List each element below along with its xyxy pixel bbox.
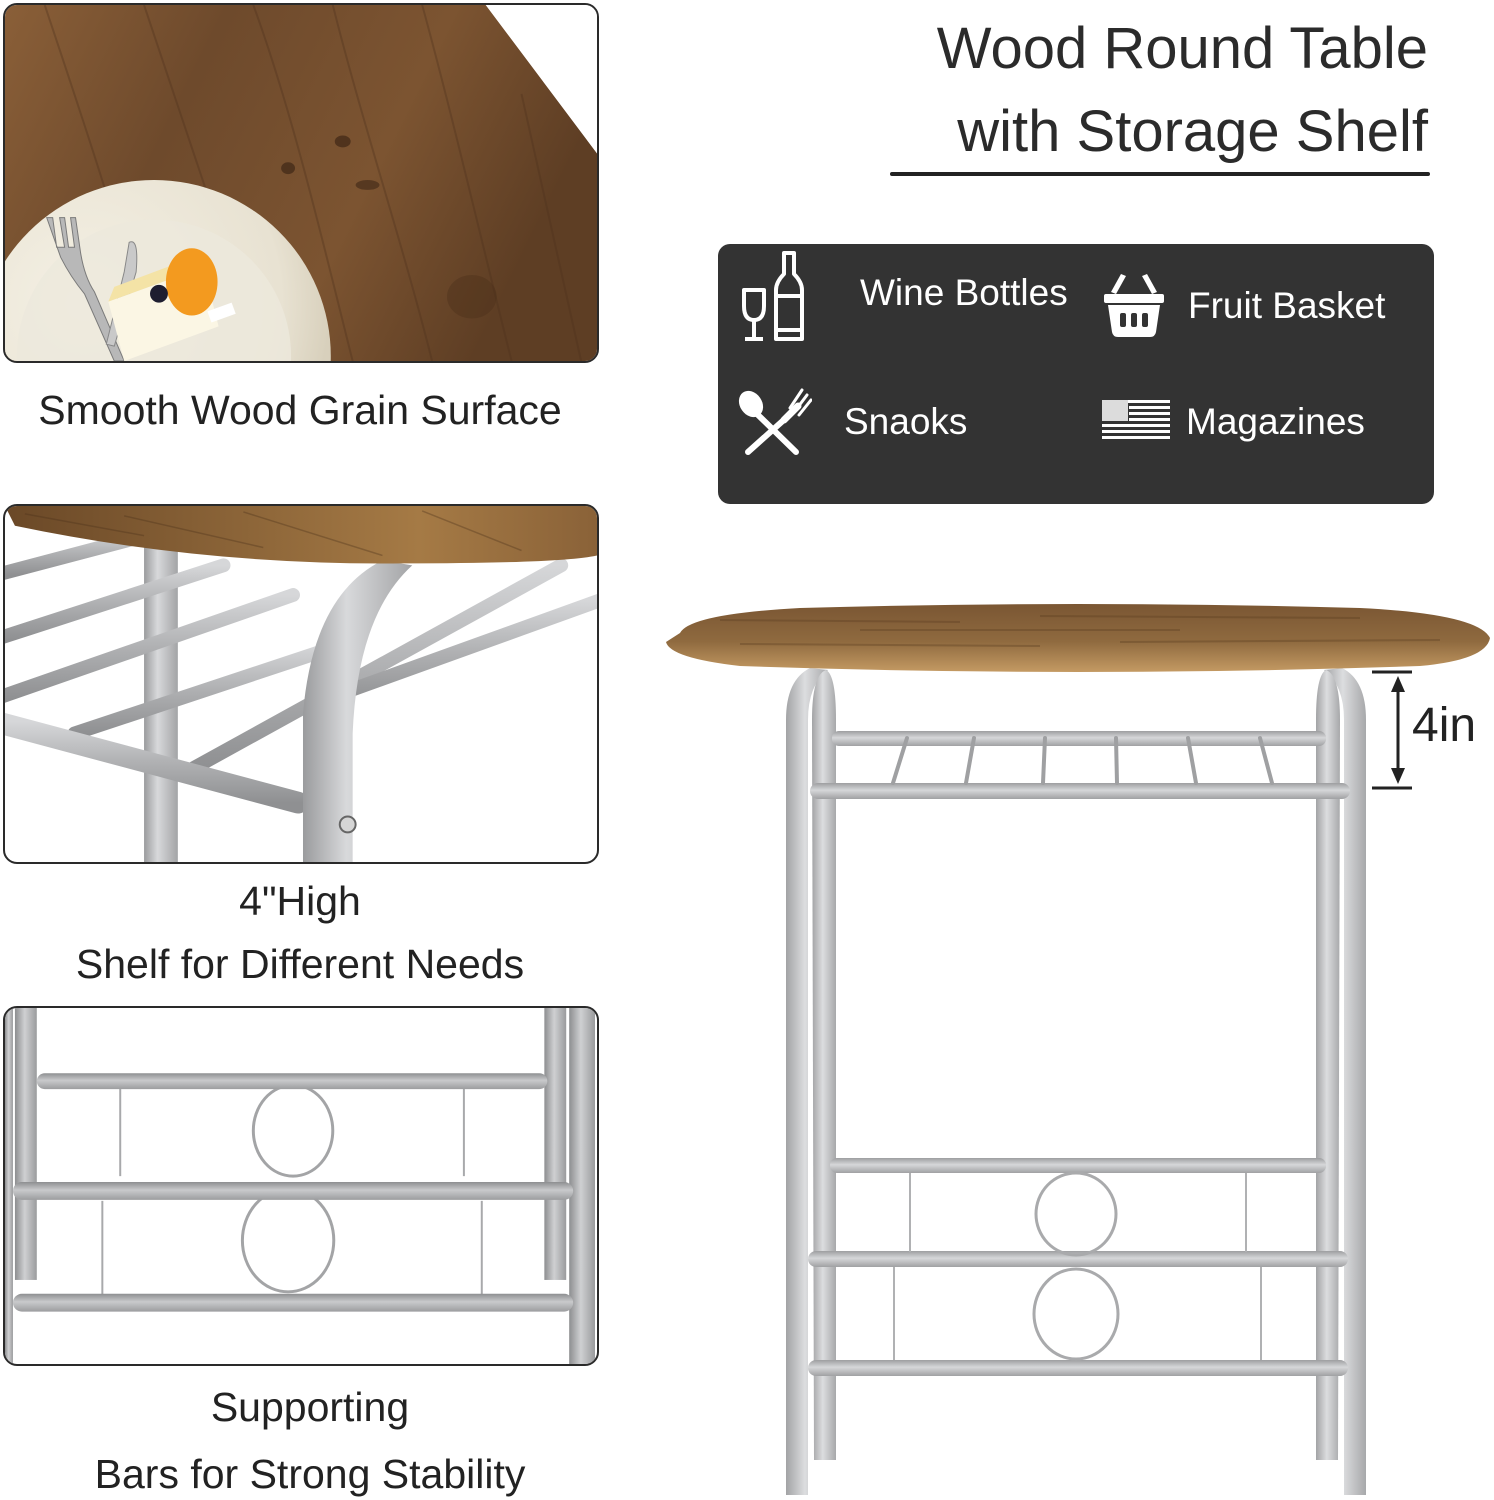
feature-caption-bars: Supporting Bars for Strong Stability bbox=[10, 1386, 610, 1495]
page-title-line-1: Wood Round Table bbox=[936, 16, 1428, 81]
round-table-front-view bbox=[666, 604, 1490, 1495]
usage-item-fruit-basket: Fruit Basket bbox=[1104, 272, 1385, 338]
caption-line: Bars for Strong Stability bbox=[94, 1451, 526, 1497]
usage-label: Snaoks bbox=[844, 400, 968, 442]
wood-surface-image bbox=[3, 3, 599, 363]
usage-item-wine-bottles: Wine Bottles bbox=[740, 250, 1068, 344]
basket-icon bbox=[1104, 274, 1164, 337]
caption-line: Supporting bbox=[210, 1384, 410, 1430]
storage-uses-box: Wine Bottles Fruit Basket bbox=[718, 244, 1434, 504]
usage-label: Magazines bbox=[1186, 400, 1365, 442]
page-title-line-2: with Storage Shelf bbox=[957, 99, 1428, 164]
usage-label: Wine Bottles bbox=[860, 271, 1068, 313]
usage-label: Fruit Basket bbox=[1188, 284, 1386, 326]
wine-bottle-glass-icon bbox=[742, 251, 804, 341]
spoon-fork-icon bbox=[738, 388, 812, 455]
caption-line: 4"High bbox=[239, 878, 361, 924]
flag-icon bbox=[1102, 400, 1170, 442]
usage-item-snacks: Snaoks bbox=[736, 386, 967, 456]
feature-caption-surface: Smooth Wood Grain Surface bbox=[0, 390, 600, 431]
usage-item-magazines: Magazines bbox=[1102, 400, 1365, 442]
dimension-label: 4in bbox=[1412, 699, 1477, 752]
support-bars-image bbox=[3, 1006, 599, 1366]
shelf-closeup-image bbox=[3, 504, 599, 864]
title-underline bbox=[890, 172, 1430, 176]
caption-line: Smooth Wood Grain Surface bbox=[38, 387, 562, 433]
caption-line: Shelf for Different Needs bbox=[75, 941, 525, 987]
feature-caption-shelf: 4"High Shelf for Different Needs bbox=[0, 880, 600, 985]
